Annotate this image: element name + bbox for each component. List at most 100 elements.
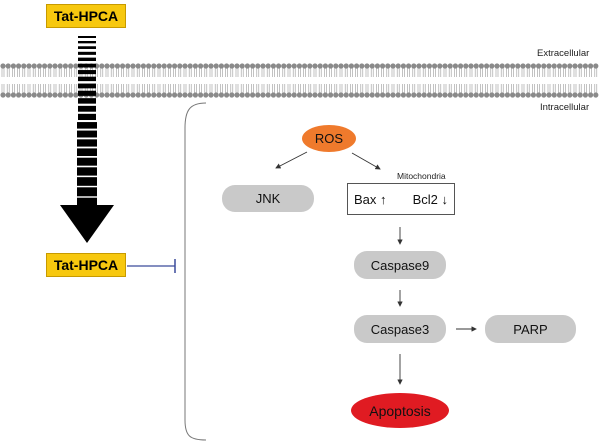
lipid-head	[530, 92, 537, 98]
lipid-head	[99, 63, 105, 69]
lipid-head	[213, 63, 219, 69]
lipid-head	[68, 63, 74, 69]
lipid-head	[187, 92, 193, 98]
lipid-head	[276, 92, 282, 98]
lipid-head	[437, 63, 443, 69]
uptake-arrow-stripe	[78, 36, 96, 38]
lipid-head	[593, 63, 599, 69]
lipid-head	[354, 63, 360, 69]
lipid-head	[536, 63, 542, 69]
lipid-head	[494, 63, 500, 69]
lipid-head	[380, 92, 386, 98]
lipid-head	[426, 63, 432, 69]
lipid-head	[463, 63, 469, 69]
bax-label: Bax ↑	[354, 191, 387, 207]
lipid-head	[473, 92, 479, 98]
uptake-arrow-stripe	[78, 83, 96, 89]
lipid-head	[312, 63, 318, 69]
lipid-head	[572, 92, 578, 98]
lipid-head	[567, 92, 573, 98]
lipid-head	[406, 63, 412, 69]
lipid-head	[161, 63, 167, 69]
intracellular-label: Intracellular	[540, 102, 590, 113]
lipid-head	[177, 92, 183, 98]
lipid-head	[5, 63, 11, 69]
lipid-head	[52, 63, 58, 69]
lipid-head	[520, 63, 526, 69]
lipid-head	[52, 92, 58, 98]
lipid-head	[333, 92, 339, 98]
uptake-arrow-stripe	[77, 177, 97, 186]
lipid-head	[302, 92, 308, 98]
lipid-head	[385, 92, 391, 98]
lipid-head	[343, 92, 349, 98]
lipid-head	[151, 63, 157, 69]
lipid-head	[458, 92, 464, 98]
lipid-head	[114, 92, 120, 98]
lipid-head	[348, 63, 354, 69]
lipid-head	[416, 92, 422, 98]
lipid-head	[317, 92, 323, 98]
lipid-head	[291, 92, 297, 98]
lipid-head	[525, 63, 531, 69]
lipid-head	[484, 63, 490, 69]
lipid-head	[203, 63, 209, 69]
lipid-head	[26, 92, 32, 98]
arrow-ros-mito	[351, 152, 381, 170]
lipid-head	[62, 63, 68, 69]
uptake-arrow-stripe	[78, 63, 96, 68]
lipid-head	[146, 92, 152, 98]
lipid-head	[478, 92, 484, 98]
lipid-head	[26, 63, 32, 69]
lipid-head	[385, 63, 391, 69]
lipid-head	[244, 92, 250, 98]
lipid-head	[260, 92, 266, 98]
lipid-head	[348, 92, 354, 98]
lipid-head	[0, 92, 6, 98]
lipid-head	[234, 63, 240, 69]
lipid-head	[57, 63, 63, 69]
lipid-head	[369, 92, 375, 98]
uptake-arrow	[60, 36, 114, 243]
lipid-head	[551, 63, 557, 69]
lipid-head	[125, 63, 131, 69]
lipid-head	[489, 92, 495, 98]
lipid-head	[286, 63, 292, 69]
uptake-arrow-stripe	[77, 139, 97, 147]
lipid-head	[281, 63, 287, 69]
lipid-head	[504, 92, 510, 98]
lipid-head	[135, 63, 141, 69]
lipid-head	[239, 92, 245, 98]
lipid-head	[130, 92, 136, 98]
uptake-arrow-stripe	[77, 167, 97, 176]
lipid-head	[182, 63, 188, 69]
lipid-head	[73, 63, 79, 69]
lipid-head	[551, 92, 557, 98]
lipid-head	[42, 92, 48, 98]
lipid-head	[120, 63, 126, 69]
lipid-head	[260, 63, 266, 69]
lipid-head	[265, 63, 271, 69]
lipid-head	[499, 92, 505, 98]
jnk-node: JNK	[222, 185, 314, 212]
caspase3-node: Caspase3	[354, 315, 446, 343]
mitochondria-label: Mitochondria	[397, 171, 446, 181]
lipid-head	[494, 92, 500, 98]
lipid-head	[218, 63, 224, 69]
lipid-head	[250, 92, 256, 98]
uptake-arrow-stripe	[77, 157, 97, 166]
lipid-head	[281, 92, 287, 98]
lipid-head	[156, 63, 162, 69]
lipid-head	[166, 63, 172, 69]
uptake-arrow-stripe	[77, 130, 97, 138]
lipid-head	[411, 63, 417, 69]
lipid-head	[509, 92, 516, 98]
lipid-head	[499, 63, 505, 69]
lipid-head	[255, 92, 261, 98]
lipid-head	[156, 92, 162, 98]
bcl2-label: Bcl2 ↓	[412, 191, 448, 207]
lipid-head	[244, 63, 250, 69]
lipid-head	[104, 92, 110, 98]
lipid-head	[130, 63, 136, 69]
